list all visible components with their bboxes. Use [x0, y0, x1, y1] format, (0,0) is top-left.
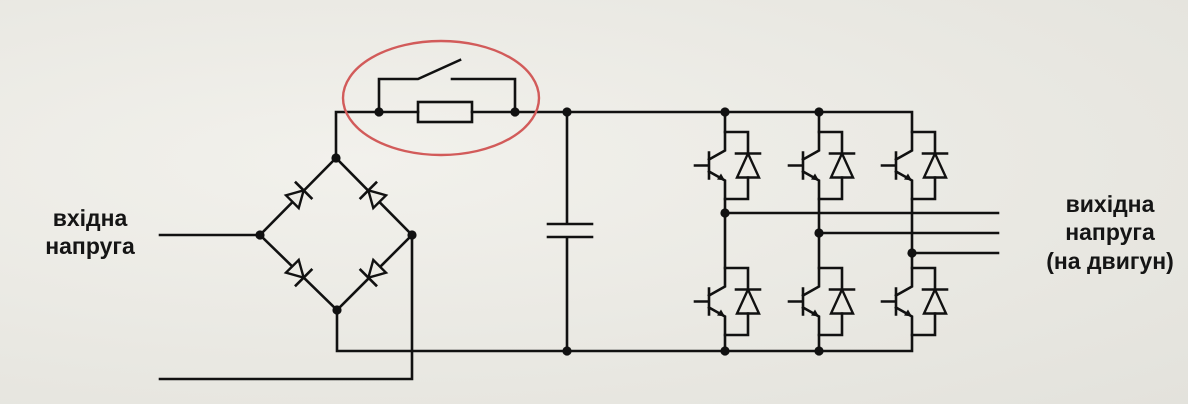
- input-voltage-label-line2: напруга: [45, 233, 135, 259]
- freewheel-diode: [922, 150, 948, 179]
- freewheel-diode: [735, 150, 761, 179]
- junction-dot: [331, 153, 341, 163]
- highlight-circle: [341, 39, 541, 157]
- input-wire-bottom: [158, 233, 414, 381]
- emitter-arrow-icon: [811, 173, 819, 181]
- igbt-gate: [880, 287, 898, 316]
- igbt-upper-3: [880, 130, 949, 201]
- freewheel-diode: [829, 286, 855, 315]
- output-voltage-label-line3: (на двигун): [1046, 248, 1174, 274]
- output-voltage-label-line1: вихідна: [1066, 191, 1155, 217]
- freewheel-diode: [829, 150, 855, 179]
- igbt-upper-1: [693, 130, 762, 201]
- freewheel-diode: [735, 286, 761, 315]
- diode-cathode-bar: [294, 268, 314, 288]
- diode-triangle: [366, 257, 389, 280]
- bridge-outline: [258, 156, 414, 312]
- emitter-arrow-icon: [717, 173, 725, 181]
- emitter-arrow-icon: [904, 173, 912, 181]
- freewheel-diode: [922, 286, 948, 315]
- junction-dot: [814, 228, 824, 238]
- junction-dot: [720, 346, 730, 356]
- junction-dot: [907, 248, 917, 258]
- igbt-upper-2: [787, 130, 856, 201]
- diode-cathode-bar: [358, 180, 378, 200]
- junction-dot: [407, 230, 417, 240]
- igbt-lower-1: [693, 266, 762, 337]
- junction-dot: [562, 346, 572, 356]
- input-voltage-label-line1: вхідна: [53, 205, 128, 231]
- igbt-gate: [787, 287, 805, 316]
- output-voltage-label-line2: напруга: [1065, 219, 1155, 245]
- junction-dot: [255, 230, 265, 240]
- igbt-gate: [693, 151, 711, 180]
- bypass-switch: [377, 58, 517, 114]
- junction-dot: [332, 305, 342, 315]
- rectifier-diode: [358, 257, 389, 288]
- diode-triangle: [283, 188, 306, 211]
- igbt-gate: [880, 151, 898, 180]
- junction-dot: [510, 107, 520, 117]
- diode-cathode-bar: [294, 180, 314, 200]
- bridge-rectifier: [258, 156, 414, 312]
- diode-cathode-bar: [358, 268, 378, 288]
- igbt-gate: [787, 151, 805, 180]
- emitter-arrow-icon: [811, 309, 819, 317]
- dc-negative-rail: [335, 308, 914, 353]
- igbt-lower-2: [787, 266, 856, 337]
- dc-positive-rail: [334, 110, 914, 160]
- diode-triangle: [283, 257, 306, 280]
- emitter-arrow-icon: [904, 309, 912, 317]
- junction-dot: [814, 107, 824, 117]
- junction-dot: [374, 107, 384, 117]
- precharge-resistor: [416, 100, 474, 124]
- igbt-lower-3: [880, 266, 949, 337]
- emitter-arrow-icon: [717, 309, 725, 317]
- junction-dot: [562, 107, 572, 117]
- diode-triangle: [366, 188, 389, 211]
- rectifier-diode: [283, 180, 314, 211]
- junction-dot: [720, 107, 730, 117]
- rectifier-diode: [283, 257, 314, 288]
- junction-dot: [814, 346, 824, 356]
- igbt-gate: [693, 287, 711, 316]
- rectifier-diode: [358, 180, 389, 211]
- dc-link-capacitor: [546, 110, 594, 353]
- junction-dot: [720, 208, 730, 218]
